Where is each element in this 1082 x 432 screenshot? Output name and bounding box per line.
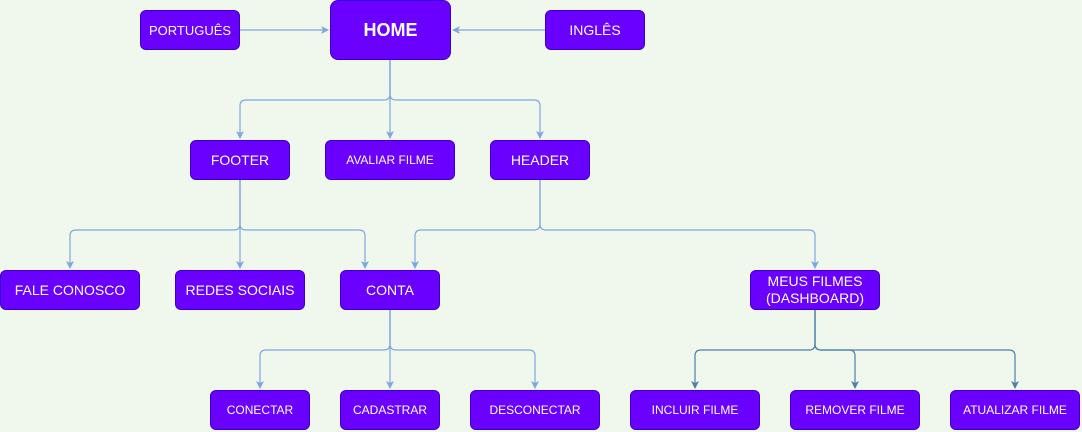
node-fale-conosco-label: FALE CONOSCO [14, 281, 126, 298]
node-atualizar-filme-label: ATUALIZAR FILME [963, 402, 1067, 417]
node-cadastrar[interactable]: CADASTRAR [340, 390, 440, 430]
node-home[interactable]: HOME [330, 0, 451, 60]
edge-meus-filmes-atualizar [814, 310, 1019, 389]
edge-meus-filmes-incluir [691, 310, 816, 389]
edge-header-conta [411, 180, 541, 269]
node-atualizar-filme[interactable]: ATUALIZAR FILME [950, 390, 1080, 430]
node-ingles[interactable]: INGLÊS [545, 10, 645, 50]
node-conectar[interactable]: CONECTAR [210, 390, 310, 430]
edge-footer-conta [239, 180, 369, 269]
edge-meus-filmes-remover [814, 310, 859, 389]
node-conta-label: CONTA [366, 281, 414, 298]
edge-conta-desconectar [389, 310, 539, 389]
node-portugues-label: PORTUGUÊS [148, 22, 232, 38]
node-home-label: HOME [363, 19, 418, 40]
edge-home-header [389, 60, 544, 139]
node-incluir-filme[interactable]: INCLUIR FILME [630, 390, 760, 430]
node-avaliar-filme[interactable]: AVALIAR FILME [325, 140, 455, 180]
node-meus-filmes[interactable]: MEUS FILMES (DASHBOARD) [750, 270, 880, 310]
edge-home-footer [236, 60, 391, 139]
edge-footer-fale [66, 180, 241, 269]
node-conectar-label: CONECTAR [226, 402, 294, 417]
node-redes-sociais[interactable]: REDES SOCIAIS [175, 270, 305, 310]
node-cadastrar-label: CADASTRAR [352, 402, 427, 417]
node-header[interactable]: HEADER [490, 140, 590, 180]
node-desconectar-label: DESCONECTAR [489, 402, 581, 417]
node-remover-filme-label: REMOVER FILME [805, 402, 905, 417]
node-ingles-label: INGLÊS [569, 21, 621, 38]
edge-conta-conectar [256, 310, 391, 389]
node-avaliar-filme-label: AVALIAR FILME [346, 152, 434, 167]
node-meus-filmes-label: MEUS FILMES (DASHBOARD) [765, 273, 864, 306]
node-footer-label: FOOTER [210, 151, 270, 168]
edge-header-meus-filmes [539, 180, 819, 269]
node-redes-sociais-label: REDES SOCIAIS [185, 281, 295, 298]
node-fale-conosco[interactable]: FALE CONOSCO [0, 270, 140, 310]
node-header-label: HEADER [510, 151, 570, 168]
node-remover-filme[interactable]: REMOVER FILME [790, 390, 920, 430]
node-conta[interactable]: CONTA [340, 270, 440, 310]
node-footer[interactable]: FOOTER [190, 140, 290, 180]
node-desconectar[interactable]: DESCONECTAR [470, 390, 600, 430]
node-portugues[interactable]: PORTUGUÊS [140, 10, 240, 50]
node-incluir-filme-label: INCLUIR FILME [651, 402, 739, 417]
